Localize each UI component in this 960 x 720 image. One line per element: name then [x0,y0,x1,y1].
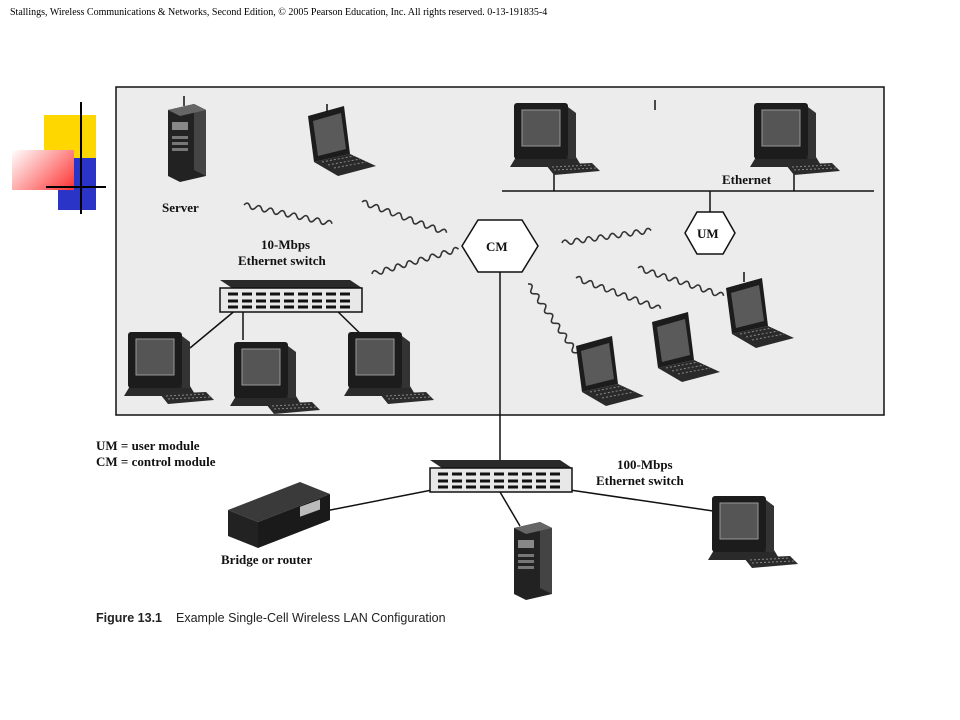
switch-100mbps-label-line1: 100-Mbps [617,457,673,472]
legend-cm: CM = control module [96,454,216,469]
figure-number: Figure 13.1 [96,611,162,625]
cm-label: CM [486,239,508,254]
switch-10mbps-label-line2: Ethernet switch [238,253,327,268]
file-server-tower-icon [514,522,552,600]
bridge-router-label: Bridge or router [221,552,312,567]
vertical-line [80,102,82,214]
horizontal-line [46,186,106,188]
figure-caption: Figure 13.1 Example Single-Cell Wireless … [96,611,446,626]
ethernet-label: Ethernet [722,172,772,187]
control-module-hexagon [461,219,539,273]
switch-100mbps-label-line2: Ethernet switch [596,473,685,488]
ethernet-switch-100mbps-icon [428,458,574,494]
figure-title: Example Single-Cell Wireless LAN Configu… [176,611,446,625]
copyright-header: Stallings, Wireless Communications & Net… [10,7,548,18]
switch-10mbps-label-line1: 10-Mbps [261,237,310,252]
server-label: Server [162,200,199,215]
bridge-router-icon [228,482,330,548]
legend-um: UM = user module [96,438,200,453]
desktop-icon-wired [707,495,799,569]
ethernet-switch-10mbps-icon [218,278,364,314]
um-label: UM [697,226,719,241]
server-tower-icon [168,104,206,182]
legend: UM = user module CM = control module [96,438,215,470]
decorative-squares [10,100,110,215]
red-gradient-square [12,150,74,190]
user-module-hexagon [684,211,736,255]
